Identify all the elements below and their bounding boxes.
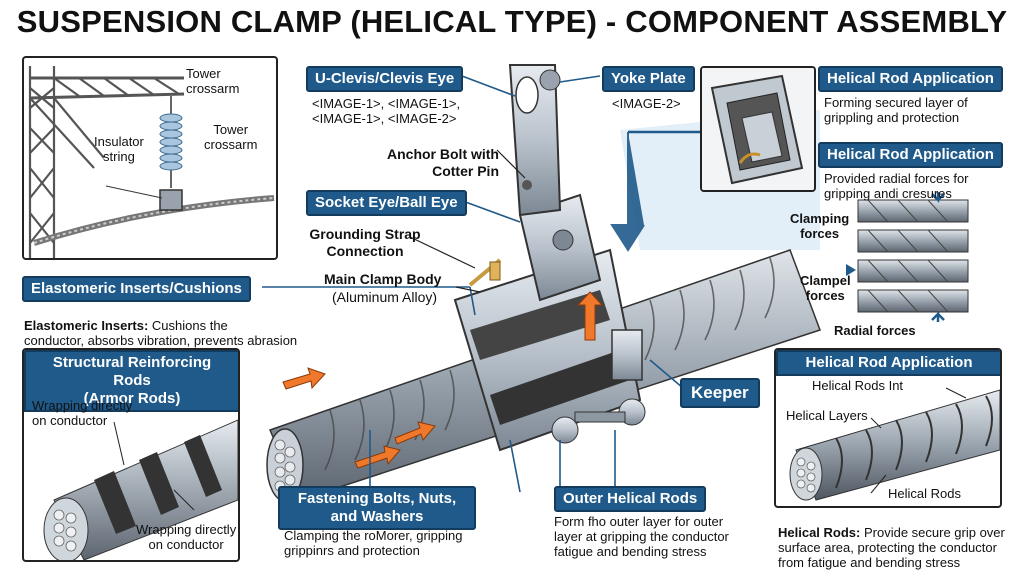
helical-rods-note-text: Provide secure grip over surface area, p… <box>778 525 1005 570</box>
insulator-string-label: Insulator string <box>94 134 144 164</box>
tower-panel: Tower crossarm Insulator string Tower cr… <box>22 56 278 260</box>
clamp-body-label: Main Clamp Body <box>324 271 442 287</box>
elastomeric-desc-bold: Elastomeric Inserts: <box>24 318 149 333</box>
page-title: SUSPENSION CLAMP (HELICAL TYPE) - COMPON… <box>16 4 1008 39</box>
tower-crossarm-label: Tower crossarm <box>186 66 240 96</box>
yoke-plate-desc: <IMAGE-2> <box>612 96 681 111</box>
tower-illustration <box>28 66 275 258</box>
helical-app-1-tag: Helical Rod Application <box>818 66 1003 92</box>
outer-helical-rods-tag: Outer Helical Rods <box>554 486 707 512</box>
helical-layers-label: Helical Layers <box>786 408 868 423</box>
helical-rods-label: Helical Rods <box>888 486 961 501</box>
outer-helical-rods-desc: Form fho outer layer for outer layer at … <box>554 514 729 559</box>
clamping-forces-label: Clamping forces <box>790 211 850 241</box>
uclevis-tag: U-Clevis/Clevis Eye <box>306 66 464 92</box>
clampel-forces-label: Clampel forces <box>800 273 851 303</box>
armor-rods-tag: Structural Reinforcing Rods (Armor Rods) <box>24 350 238 412</box>
elastomeric-tag: Elastomeric Inserts/Cushions <box>22 276 251 302</box>
helical-rods-panel: Helical Rod Application Helical Rods Int… <box>774 348 1002 508</box>
clampel-forces-arrow-icon <box>846 264 856 276</box>
fastening-tag: Fastening Bolts, Nuts, and Washers <box>278 486 476 530</box>
helical-cutaway-panel <box>700 66 816 192</box>
socket-eye-tag: Socket Eye/Ball Eye <box>306 190 467 216</box>
anchor-bolt-label: Anchor Bolt with Cotter Pin <box>387 146 499 179</box>
armor-rods-label-bottom: Wrapping directly on conductor <box>136 522 237 552</box>
uclevis-desc: <IMAGE-1>, <IMAGE-1>, <IMAGE-1>, <IMAGE-… <box>312 96 461 126</box>
elastomeric-desc-text: Cushions the conductor, absorbs vibratio… <box>24 318 298 348</box>
fastening-desc: Clamping the roMorer, gripping grippinrs… <box>284 528 463 558</box>
tower-crossarm-label-right: Tower crossarm <box>204 122 258 152</box>
keeper-tag: Keeper <box>680 378 760 408</box>
grounding-strap-label: Grounding Strap Connection <box>309 226 421 259</box>
armor-rods-label-top: Wrapping directly on conductor <box>32 398 133 428</box>
helical-rods-note-bold: Helical Rods: <box>778 525 861 540</box>
armor-rods-panel: Structural Reinforcing Rods (Armor Rods)… <box>22 348 240 562</box>
yoke-plate-tag: Yoke Plate <box>602 66 695 92</box>
helical-rods-note: Helical Rods: Provide secure grip over s… <box>778 510 1005 570</box>
helical-app-2-desc: Provided radial forces for gripping andi… <box>824 171 969 201</box>
elastomeric-desc: Elastomeric Inserts: Cushions the conduc… <box>24 303 297 348</box>
helical-cutaway-illustration <box>702 68 814 190</box>
helical-app-1-desc: Forming secured layer of grippling and p… <box>824 95 968 125</box>
helical-rods-int-label: Helical Rods Int <box>812 378 904 393</box>
helical-app-3-tag: Helical Rod Application <box>776 350 1000 376</box>
armor-rods-illustration <box>43 419 238 560</box>
helical-app-2-tag: Helical Rod Application <box>818 142 1003 168</box>
helical-rods-illustration <box>789 387 1000 501</box>
clamp-body-sublabel: (Aluminum Alloy) <box>332 289 438 305</box>
radial-forces-label: Radial forces <box>834 323 916 338</box>
